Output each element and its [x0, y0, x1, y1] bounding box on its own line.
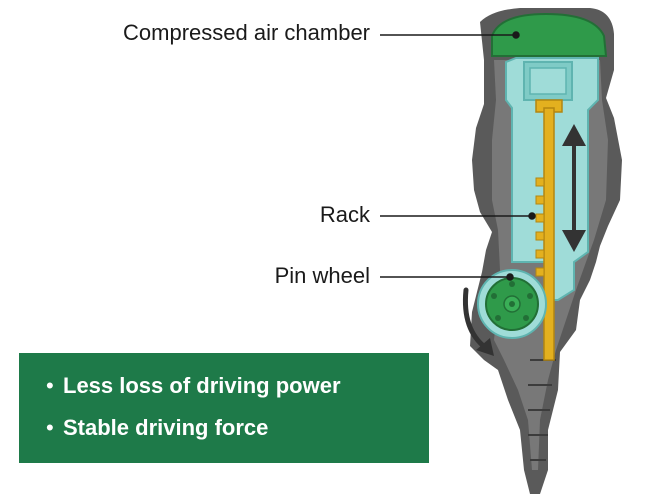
pin-wheel	[485, 277, 539, 331]
air-chamber-dome	[491, 12, 608, 57]
double-arrow-icon	[562, 124, 586, 252]
benefit-item: •Stable driving force	[46, 415, 269, 440]
benefits-box: •Less loss of driving power •Stable driv…	[19, 353, 429, 463]
benefits-list: •Less loss of driving power •Stable driv…	[19, 353, 429, 441]
bullet-dot: •	[46, 373, 54, 398]
label-pin-wheel: Pin wheel	[274, 263, 370, 288]
leader-lines	[380, 31, 536, 281]
label-compressed-air-chamber: Compressed air chamber	[123, 20, 370, 45]
rotation-arrow-icon	[462, 287, 494, 356]
benefit-item: •Less loss of driving power	[46, 373, 341, 398]
bullet-dot: •	[46, 415, 54, 440]
driver-blade	[543, 107, 555, 361]
label-rack: Rack	[319, 202, 370, 227]
rack-teeth	[535, 177, 545, 277]
